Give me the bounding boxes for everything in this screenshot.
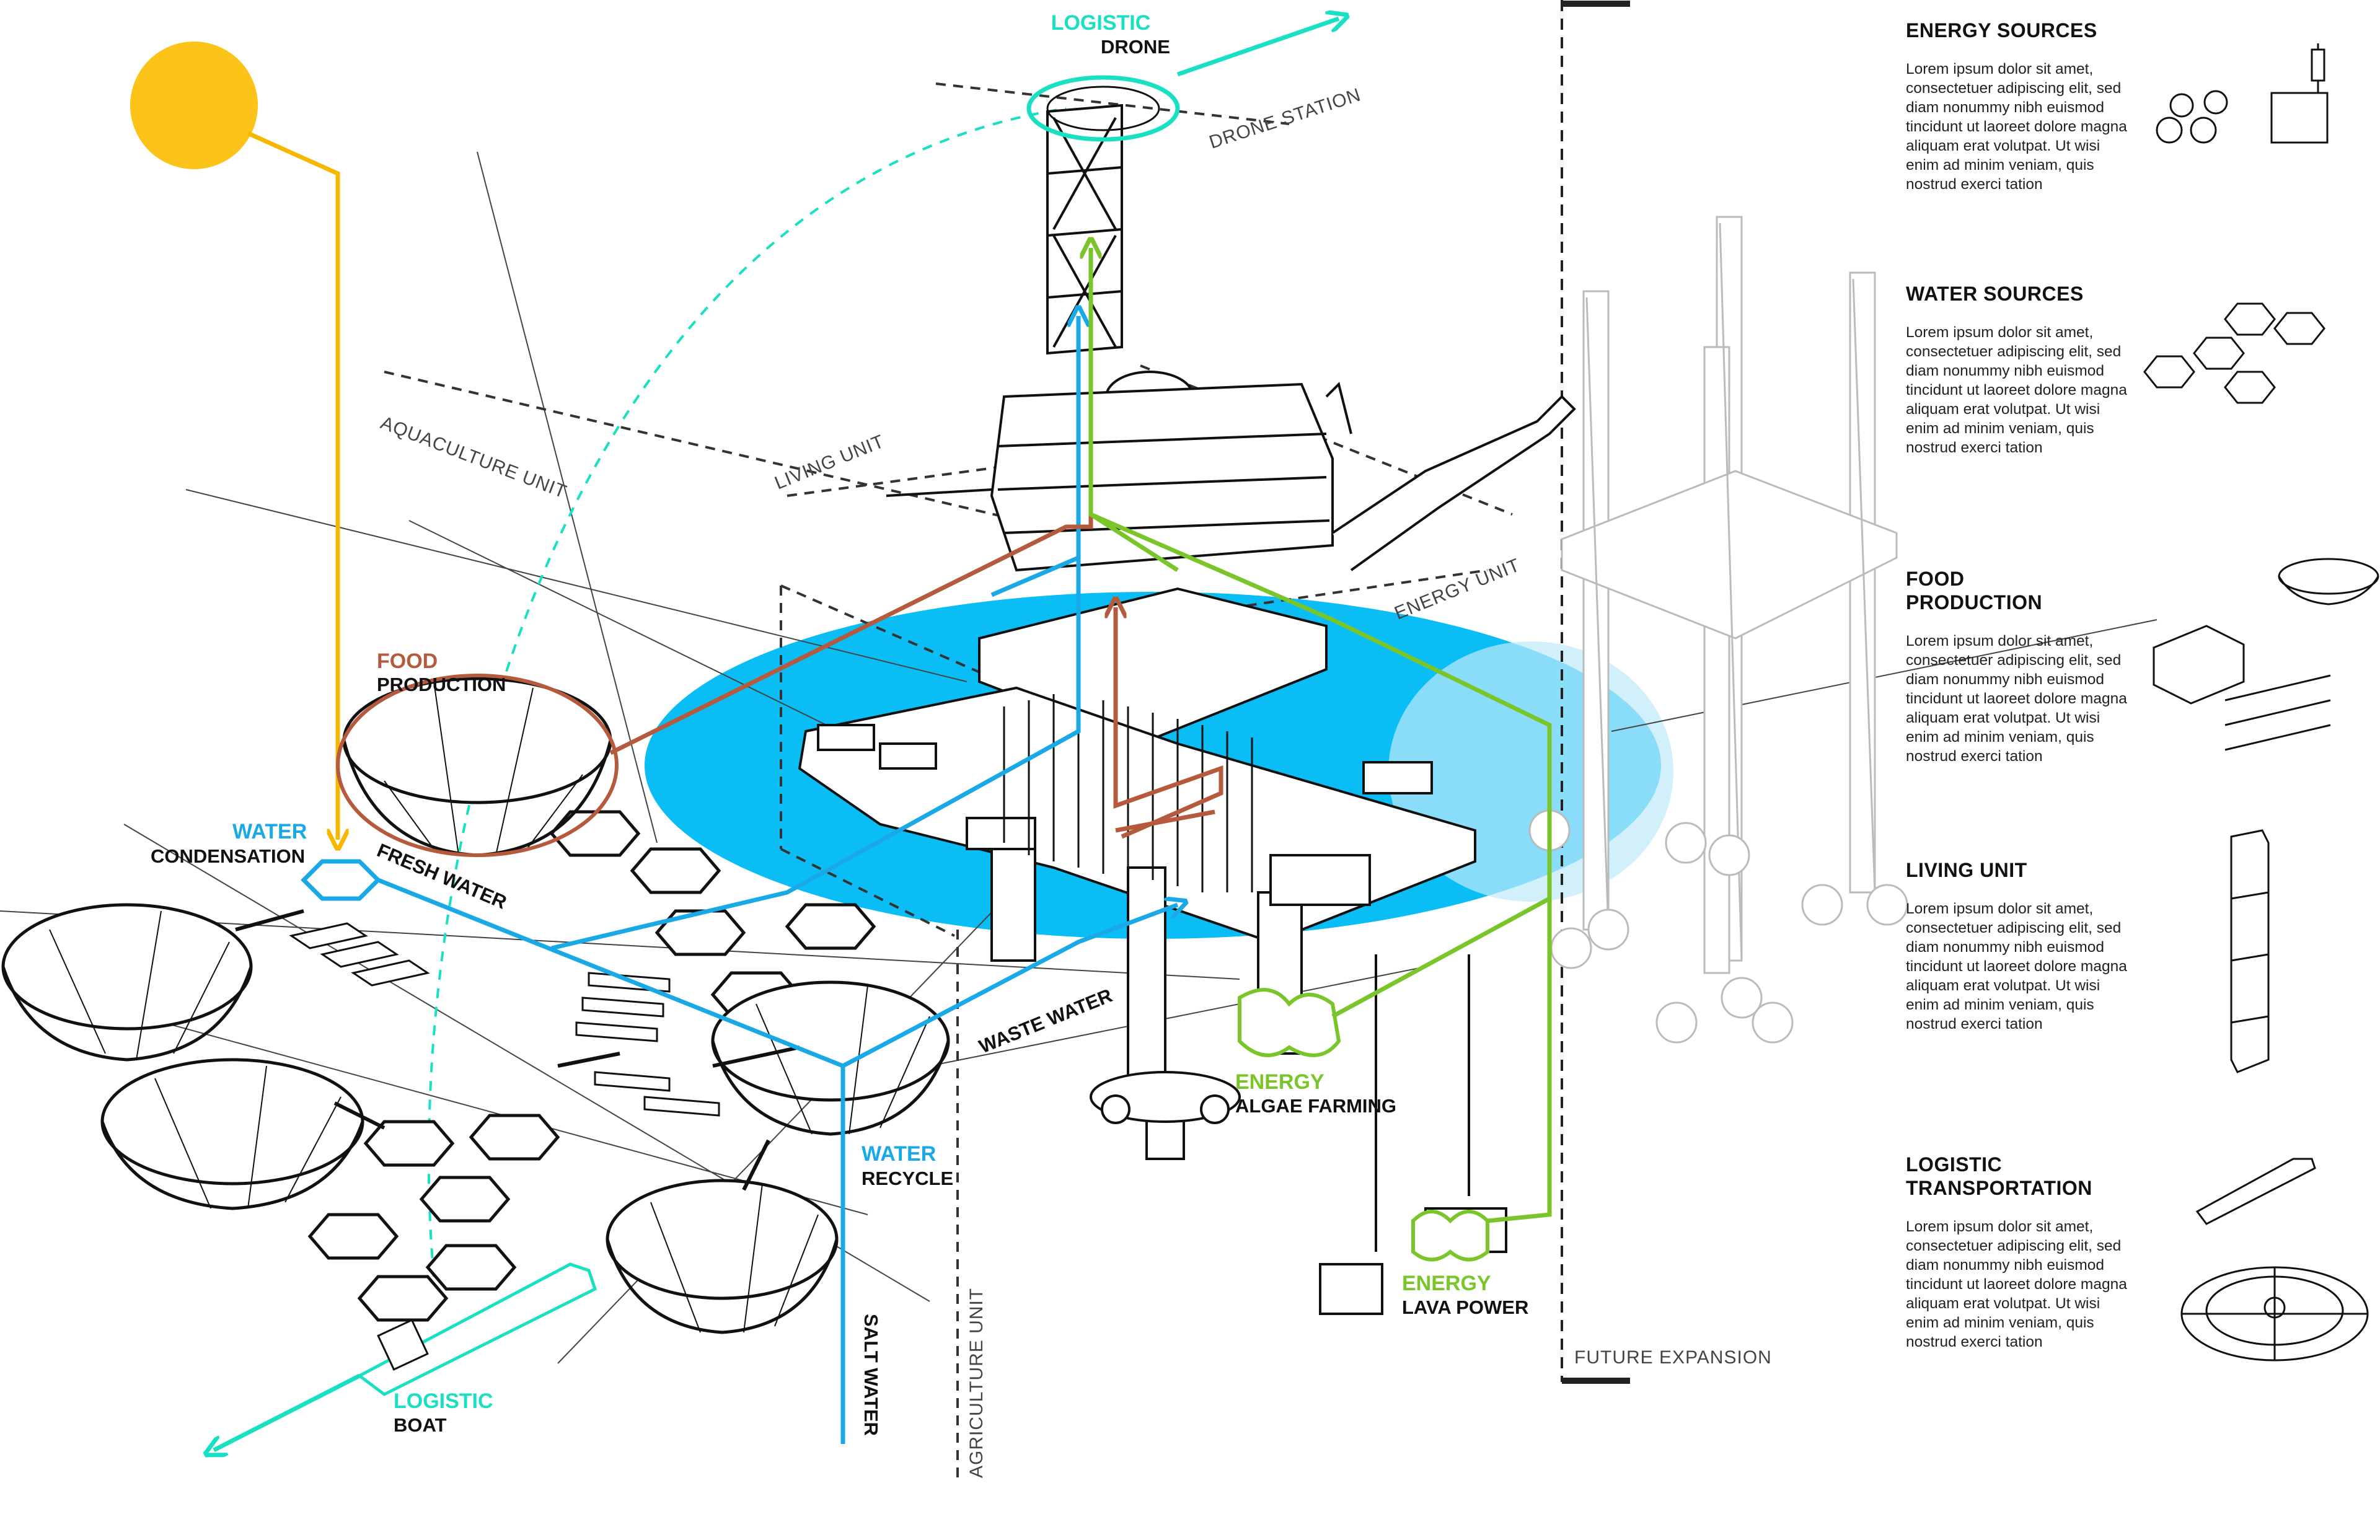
sidebar-logistic-transportation: LOGISTIC TRANSPORTATION Lorem ipsum dolo… xyxy=(1906,1153,2129,1352)
sidebar-water-sources: WATER SOURCES Lorem ipsum dolor sit amet… xyxy=(1906,282,2129,457)
sidebar-living-unit: LIVING UNIT Lorem ipsum dolor sit amet, … xyxy=(1906,858,2129,1034)
label-energy-lava-top: ENERGY xyxy=(1402,1272,1491,1295)
unit-aquaculture: AQUACULTURE UNIT xyxy=(377,413,569,503)
sidebar-body: Lorem ipsum dolor sit amet, consectetuer… xyxy=(1906,1218,2127,1350)
dome-recycle xyxy=(711,980,950,1136)
drone-station-inner xyxy=(1046,86,1160,131)
solar-panels xyxy=(289,922,720,1117)
energy-flow-lines xyxy=(1091,248,1552,1223)
label-energy-algae-top: ENERGY xyxy=(1235,1070,1324,1094)
sidebar-illustrations xyxy=(2143,43,2379,1362)
unit-boundaries xyxy=(384,0,1563,1481)
boat xyxy=(356,1262,597,1396)
water-sources-illustration xyxy=(2143,302,2325,404)
sidebar-title: ENERGY SOURCES xyxy=(1906,19,2097,42)
future-expansion-towers xyxy=(1528,216,1908,1044)
living-unit-illustration xyxy=(2230,829,2270,1073)
sidebar-body: Lorem ipsum dolor sit amet, consectetuer… xyxy=(1906,633,2127,765)
algae-farm-module xyxy=(1238,988,1341,1057)
label-logistic-drone-top: LOGISTIC xyxy=(1051,11,1151,35)
label-logistic-boat-top: LOGISTIC xyxy=(394,1389,493,1413)
sidebar-body: Lorem ipsum dolor sit amet, consectetuer… xyxy=(1906,61,2127,193)
sidebar-title: FOOD PRODUCTION xyxy=(1906,568,2043,614)
platform-connectors xyxy=(235,909,800,1191)
dome-bottom xyxy=(606,1179,839,1334)
energy-sources-illustration xyxy=(2156,43,2329,144)
unit-future-expansion: FUTURE EXPANSION xyxy=(1574,1347,1772,1368)
food-production-illustration xyxy=(2153,558,2379,751)
water-flow-lines xyxy=(377,316,1178,1444)
boat-logistic-arrow xyxy=(214,1373,361,1450)
unit-agriculture: AGRICULTURE UNIT xyxy=(966,1288,987,1478)
label-salt-water: SALT WATER xyxy=(860,1314,882,1436)
sidebar-title: WATER SOURCES xyxy=(1906,283,2084,305)
sun-icon xyxy=(130,42,258,169)
sidebar-food-production: FOOD PRODUCTION Lorem ipsum dolor sit am… xyxy=(1906,567,2129,766)
label-water-condensation-bottom: CONDENSATION xyxy=(151,845,305,867)
sidebar-title: LIVING UNIT xyxy=(1906,859,2027,881)
label-water-condensation-top: WATER xyxy=(232,820,307,843)
unit-energy: ENERGY UNIT xyxy=(1391,555,1523,623)
sun-energy-line xyxy=(247,131,338,840)
logistic-transportation-illustration xyxy=(2180,1158,2369,1362)
lava-power-module xyxy=(1411,1210,1489,1262)
label-logistic-boat-bottom: BOAT xyxy=(394,1414,447,1436)
label-water-recycle-top: WATER xyxy=(862,1142,936,1166)
food-production-ring xyxy=(336,674,619,857)
aquaculture-hexagons xyxy=(301,810,876,1322)
drone-logistic-arrow xyxy=(1176,19,1339,77)
label-logistic-drone-bottom: DRONE xyxy=(1101,36,1170,58)
sidebar-energy-sources: ENERGY SOURCES Lorem ipsum dolor sit ame… xyxy=(1906,19,2129,194)
drone-flight-path xyxy=(427,107,1067,1277)
unit-drone-station: DRONE STATION xyxy=(1207,84,1364,152)
sidebar-body: Lorem ipsum dolor sit amet, consectetuer… xyxy=(1906,900,2127,1032)
unit-living: LIVING UNIT xyxy=(772,431,887,494)
label-waste-water: WASTE WATER xyxy=(976,984,1116,1057)
label-energy-lava-bottom: LAVA POWER xyxy=(1402,1296,1528,1318)
parabolic-domes xyxy=(1,677,950,1334)
dome-middle xyxy=(100,1058,364,1210)
sidebar-body: Lorem ipsum dolor sit amet, consectetuer… xyxy=(1906,324,2127,456)
drone-station-ring xyxy=(1026,75,1180,142)
label-water-recycle-bottom: RECYCLE xyxy=(862,1168,953,1189)
label-food-top: FOOD xyxy=(377,649,438,673)
platform-structure xyxy=(798,103,1576,1315)
label-energy-algae-bottom: ALGAE FARMING xyxy=(1235,1095,1396,1117)
dome-left xyxy=(1,903,253,1062)
sidebar-title: LOGISTIC TRANSPORTATION xyxy=(1906,1153,2092,1199)
label-food-bottom: PRODUCTION xyxy=(377,674,506,695)
